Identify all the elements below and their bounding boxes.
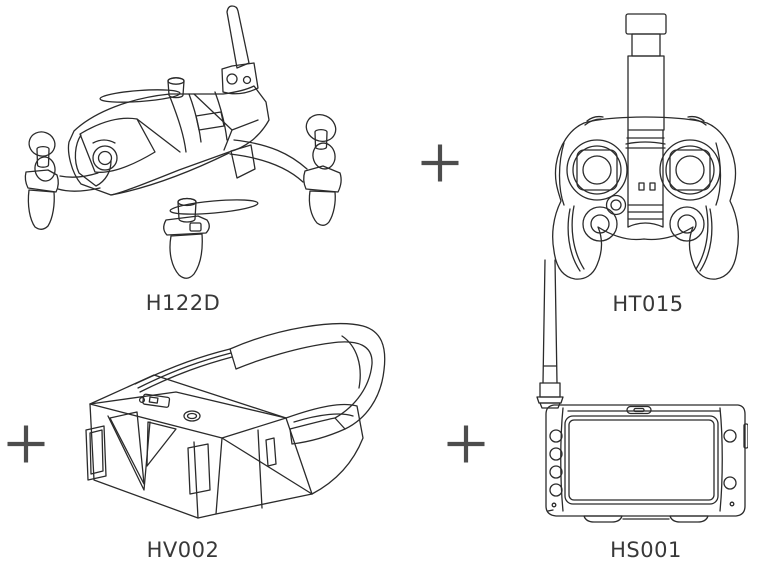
controller-right-stick	[659, 139, 721, 201]
controller-center-panel	[625, 129, 666, 228]
plus-icon	[7, 425, 45, 463]
monitor-screen	[564, 415, 719, 505]
controller-antenna	[625, 13, 667, 131]
drone-antenna	[221, 5, 259, 95]
monitor-feet	[583, 515, 709, 523]
plus-icon	[421, 144, 459, 182]
goggles-side-tabs	[85, 425, 277, 495]
goggles-head-strap	[134, 323, 386, 445]
product-figure-ht015: HT015	[540, 13, 756, 317]
remote-controller-illustration	[552, 13, 739, 280]
controller-left-stick	[566, 139, 628, 201]
drone-rotor-right	[229, 113, 342, 226]
drone-body	[67, 85, 270, 196]
monitor-buttons	[547, 429, 737, 512]
goggles-top-button	[138, 393, 201, 422]
fpv-goggles-illustration	[85, 323, 386, 519]
quadcopter-drone-illustration	[24, 5, 342, 279]
product-figure-hv002: HV002	[80, 318, 390, 564]
drone-propeller-rear	[99, 77, 185, 103]
goggles-front-vent	[107, 411, 177, 491]
fpv-monitor-illustration	[536, 259, 748, 523]
product-label-h122d: H122D	[145, 291, 221, 315]
goggles-body	[89, 374, 364, 519]
plus-icon	[447, 425, 485, 463]
drone-rotor-left	[24, 131, 101, 230]
controller-buttons	[582, 194, 705, 242]
product-figure-hs001: HS001	[528, 258, 764, 564]
product-label-ht015: HT015	[612, 292, 684, 316]
product-label-hs001: HS001	[610, 538, 682, 562]
controller-body	[552, 115, 739, 280]
product-figure-h122d: H122D	[18, 2, 348, 316]
product-label-hv002: HV002	[146, 538, 220, 562]
drone-camera-lens	[74, 134, 118, 187]
monitor-body	[545, 404, 748, 517]
drone-propeller-front	[163, 197, 259, 279]
monitor-antenna	[536, 259, 564, 409]
